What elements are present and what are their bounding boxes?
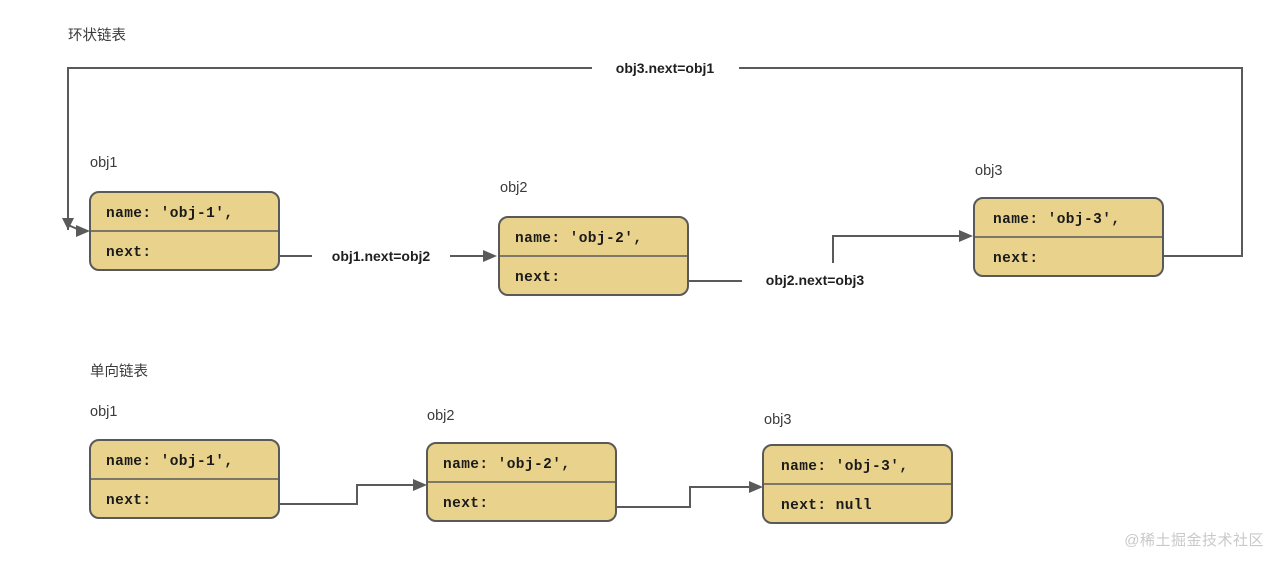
edge-obj3-to-obj1: obj3.next=obj1 <box>62 60 1243 257</box>
circular-node-obj1-name-line: name: 'obj-1', <box>106 206 233 222</box>
edge-label-obj3-next-obj1: obj3.next=obj1 <box>616 60 715 76</box>
circular-node-obj2[interactable]: obj2 name: 'obj-2', next: <box>498 180 689 296</box>
circular-node-obj3[interactable]: obj3 name: 'obj-3', next: <box>973 163 1164 277</box>
circular-node-obj1-caption: obj1 <box>90 155 117 171</box>
singly-node-obj1-next-line: next: <box>106 493 152 509</box>
edge-obj2-to-obj3-arrowhead <box>959 230 973 242</box>
singly-node-obj3-name-line: name: 'obj-3', <box>781 459 908 475</box>
circular-node-obj3-next-line: next: <box>993 251 1039 267</box>
circular-node-obj1[interactable]: obj1 name: 'obj-1', next: <box>89 155 280 271</box>
edge-obj3-to-obj1-left-segment <box>67 67 592 230</box>
singly-node-obj3[interactable]: obj3 name: 'obj-3', next: null <box>762 412 953 524</box>
edge-obj2-to-obj3-elbow <box>832 235 965 263</box>
singly-node-obj1-name-line: name: 'obj-1', <box>106 454 233 470</box>
singly-node-obj1[interactable]: obj1 name: 'obj-1', next: <box>89 404 280 519</box>
circular-node-obj3-name-line: name: 'obj-3', <box>993 212 1120 228</box>
singly-edge-obj1-to-obj2-arrowhead <box>413 479 427 491</box>
singly-node-obj2-name-line: name: 'obj-2', <box>443 457 570 473</box>
singly-edge-obj1-to-obj2-path <box>279 484 419 505</box>
circular-node-obj2-name-line: name: 'obj-2', <box>515 231 642 247</box>
edge-obj1-to-obj2: obj1.next=obj2 <box>279 248 497 264</box>
singly-node-obj2-caption: obj2 <box>427 408 454 424</box>
singly-node-obj2-next-line: next: <box>443 496 489 512</box>
edge-obj3-to-obj1-right-segment <box>739 67 1243 257</box>
circular-node-obj2-caption: obj2 <box>500 180 527 196</box>
singly-edge-obj1-to-obj2 <box>279 479 427 505</box>
circular-node-obj1-next-line: next: <box>106 245 152 261</box>
circular-node-obj3-caption: obj3 <box>975 163 1002 179</box>
edge-obj2-to-obj3: obj2.next=obj3 <box>688 230 973 288</box>
singly-node-obj2[interactable]: obj2 name: 'obj-2', next: <box>426 408 617 522</box>
edge-obj3-to-obj1-arrowhead-turn <box>62 218 74 230</box>
singly-edge-obj2-to-obj3-path <box>616 486 755 508</box>
edge-obj3-to-obj1-arrowhead <box>76 225 90 237</box>
circular-section-title: 环状链表 <box>68 27 126 44</box>
singly-node-obj3-caption: obj3 <box>764 412 791 428</box>
singly-edge-obj2-to-obj3-arrowhead <box>749 481 763 493</box>
edge-obj1-to-obj2-arrowhead <box>483 250 497 262</box>
singly-node-obj1-caption: obj1 <box>90 404 117 420</box>
singly-section-title: 单向链表 <box>90 363 148 380</box>
edge-label-obj2-next-obj3: obj2.next=obj3 <box>766 272 865 288</box>
singly-edge-obj2-to-obj3 <box>616 481 763 508</box>
circular-node-obj2-next-line: next: <box>515 270 561 286</box>
watermark-text: @稀土掘金技术社区 <box>1124 532 1264 549</box>
singly-node-obj3-next-line: next: null <box>781 498 872 514</box>
edge-label-obj1-next-obj2: obj1.next=obj2 <box>332 248 431 264</box>
